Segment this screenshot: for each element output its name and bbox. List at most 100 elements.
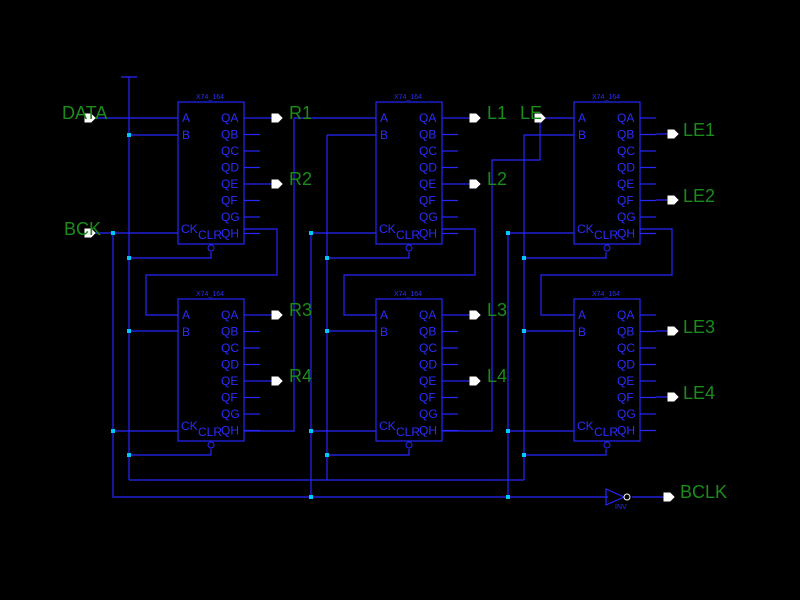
pin-label-qb: QB (221, 325, 238, 339)
pin-label-ck: CK (181, 222, 198, 236)
pin-label-clr: CLR (594, 425, 618, 439)
pin-label-qb: QB (221, 128, 238, 142)
pin-label-qg: QG (221, 210, 240, 224)
pin-label-clr: CLR (396, 228, 420, 242)
pin-label-b: B (182, 325, 190, 339)
pin-label-qa: QA (617, 111, 634, 125)
output-connector-le3-icon (667, 326, 679, 336)
pin-label-qb: QB (617, 128, 634, 142)
pin-label-b: B (578, 325, 586, 339)
pin-label-qg: QG (419, 210, 438, 224)
pin-label-qg: QG (419, 407, 438, 421)
input-label-data: DATA (62, 103, 107, 123)
output-label-le1: LE1 (683, 120, 715, 140)
pin-label-qe: QE (617, 177, 634, 191)
pin-label-qd: QD (419, 358, 437, 372)
wiring (95, 76, 673, 498)
pin-label-qd: QD (419, 161, 437, 175)
pin-label-qa: QA (419, 111, 436, 125)
output-label-l2: L2 (487, 169, 507, 189)
pin-label-ck: CK (577, 222, 594, 236)
pin-label-a: A (380, 308, 388, 322)
pin-label-qh: QH (221, 227, 239, 241)
pin-label-b: B (578, 128, 586, 142)
pin-label-qc: QC (419, 341, 437, 355)
inverter-gate: INV (605, 488, 631, 511)
pin-label-qc: QC (617, 341, 635, 355)
output-connector-l1-icon (469, 113, 481, 123)
pin-label-qb: QB (419, 128, 436, 142)
chip-type-label: X74_164 (394, 291, 422, 298)
pin-label-qd: QD (617, 161, 635, 175)
pin-label-qa: QA (221, 111, 238, 125)
pin-label-qf: QF (221, 391, 238, 405)
input-connector-data-icon (84, 113, 96, 123)
inverter-bubble (623, 493, 631, 501)
chip-body (177, 298, 245, 442)
input-label-bck: BCK (64, 219, 101, 239)
pin-label-qe: QE (419, 374, 436, 388)
connectors-layer (84, 113, 679, 502)
pin-label-qf: QF (617, 194, 634, 208)
output-label-le2: LE2 (683, 186, 715, 206)
pin-label-qf: QF (221, 194, 238, 208)
pin-label-qh: QH (419, 227, 437, 241)
pin-label-qd: QD (221, 161, 239, 175)
chip-type-label: X74_164 (592, 94, 620, 101)
input-label-le: LE (520, 103, 542, 123)
output-connector-le2-icon (667, 195, 679, 205)
output-connector-le4-icon (667, 392, 679, 402)
junctions (111, 133, 526, 499)
pin-label-qc: QC (419, 144, 437, 158)
pin-label-qh: QH (617, 227, 635, 241)
chip-type-label: X74_164 (592, 291, 620, 298)
pin-label-a: A (578, 308, 586, 322)
chip-body (573, 101, 641, 245)
pin-label-b: B (182, 128, 190, 142)
pin-label-qf: QF (419, 194, 436, 208)
pin-label-qh: QH (617, 424, 635, 438)
pin-label-b: B (380, 325, 388, 339)
pin-label-qc: QC (617, 144, 635, 158)
inverter-label: INV (615, 504, 627, 511)
pin-label-qf: QF (419, 391, 436, 405)
pin-label-qd: QD (221, 358, 239, 372)
output-label-l4: L4 (487, 366, 507, 386)
pin-label-qe: QE (419, 177, 436, 191)
pin-label-clr: CLR (594, 228, 618, 242)
output-label-r4: R4 (289, 366, 312, 386)
clear-bubble (603, 244, 611, 252)
pin-label-qe: QE (617, 374, 634, 388)
pin-label-a: A (578, 111, 586, 125)
output-connector-l4-icon (469, 376, 481, 386)
pin-label-qc: QC (221, 144, 239, 158)
clear-bubble (207, 441, 215, 449)
output-connector-l2-icon (469, 179, 481, 189)
output-connector-l3-icon (469, 310, 481, 320)
pin-label-a: A (182, 308, 190, 322)
pin-label-clr: CLR (198, 425, 222, 439)
output-connector-r3-icon (271, 310, 283, 320)
input-connector-bck-icon (84, 228, 96, 238)
chip-type-label: X74_164 (196, 94, 224, 101)
pin-label-qa: QA (419, 308, 436, 322)
pin-label-qh: QH (221, 424, 239, 438)
pin-label-qe: QE (221, 374, 238, 388)
output-connector-le1-icon (667, 129, 679, 139)
pin-label-qe: QE (221, 177, 238, 191)
clear-bubble (405, 441, 413, 449)
chip-body (375, 101, 443, 245)
pin-label-qa: QA (221, 308, 238, 322)
chip-body (375, 298, 443, 442)
output-label-l1: L1 (487, 103, 507, 123)
pin-label-qd: QD (617, 358, 635, 372)
output-label-r3: R3 (289, 300, 312, 320)
pin-label-qg: QG (617, 407, 636, 421)
output-label-le4: LE4 (683, 383, 715, 403)
